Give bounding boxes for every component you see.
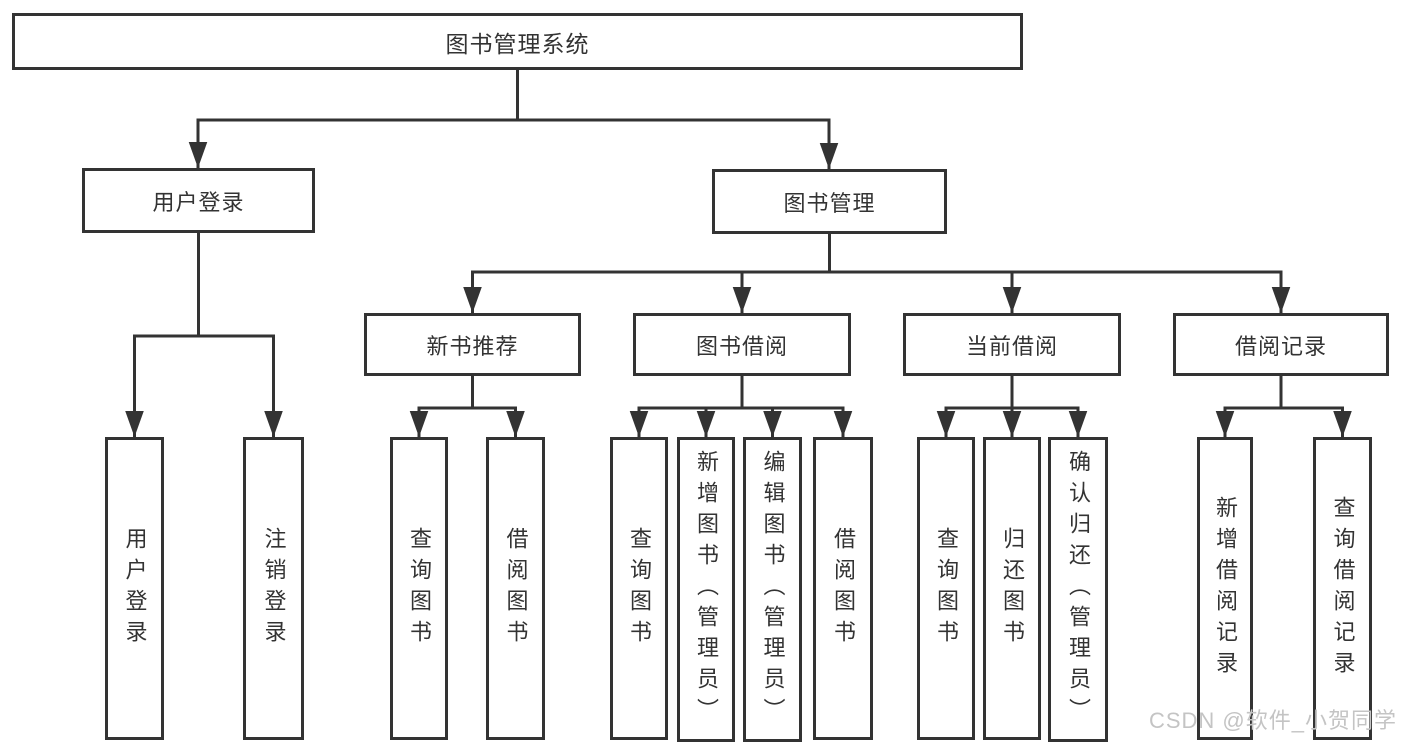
leaf-query-books-1: 查询图书 [390, 437, 448, 740]
leaf-label: 编辑图书（管理员） [760, 450, 786, 729]
leaf-label: 查询借阅记录 [1330, 495, 1356, 682]
connectors-book-management [463, 233, 1291, 313]
leaf-label: 新增图书（管理员） [694, 450, 719, 729]
leaf-confirm-return-admin: 确认归还（管理员） [1048, 437, 1108, 742]
connectors-book-borrowing [629, 375, 853, 437]
leaf-add-borrow-record: 新增借阅记录 [1197, 437, 1253, 740]
connectors-current-borrowing [936, 375, 1088, 437]
connectors-root [188, 69, 839, 169]
leaf-user-login: 用户登录 [105, 437, 164, 740]
leaf-add-book-admin: 新增图书（管理员） [677, 437, 735, 742]
leaf-logout-login: 注销登录 [243, 437, 304, 740]
node-library-system: 图书管理系统 [12, 13, 1023, 70]
leaf-return-book: 归还图书 [983, 437, 1041, 740]
connectors-user-login [125, 232, 283, 437]
node-book-management: 图书管理 [712, 169, 947, 234]
watermark-text: CSDN @软件_小贺同学 [1148, 708, 1397, 733]
node-book-borrowing: 图书借阅 [633, 313, 851, 376]
leaf-borrow-books-1: 借阅图书 [486, 437, 545, 740]
leaf-borrow-books-2: 借阅图书 [813, 437, 873, 740]
leaf-label: 注销登录 [261, 526, 287, 651]
leaf-label: 借阅图书 [503, 526, 529, 651]
leaf-label: 查询图书 [407, 526, 432, 651]
leaf-query-books-3: 查询图书 [917, 437, 975, 740]
leaf-label: 借阅图书 [831, 526, 856, 651]
node-user-login: 用户登录 [82, 168, 315, 233]
leaf-label: 查询图书 [934, 526, 959, 651]
connectors-new-book-recommendation [409, 375, 525, 437]
connectors-borrowing-records [1215, 375, 1352, 437]
leaf-query-borrow-record: 查询借阅记录 [1313, 437, 1372, 740]
node-current-borrowing: 当前借阅 [903, 313, 1121, 376]
leaf-label: 新增借阅记录 [1213, 495, 1238, 682]
leaf-label: 用户登录 [122, 526, 148, 651]
leaf-label: 查询图书 [627, 526, 652, 651]
node-new-book-recommendation: 新书推荐 [364, 313, 581, 376]
leaf-label: 归还图书 [1000, 526, 1025, 651]
node-borrowing-records: 借阅记录 [1173, 313, 1389, 376]
leaf-edit-book-admin: 编辑图书（管理员） [743, 437, 802, 742]
leaf-query-books-2: 查询图书 [610, 437, 668, 740]
leaf-label: 确认归还（管理员） [1066, 450, 1091, 729]
